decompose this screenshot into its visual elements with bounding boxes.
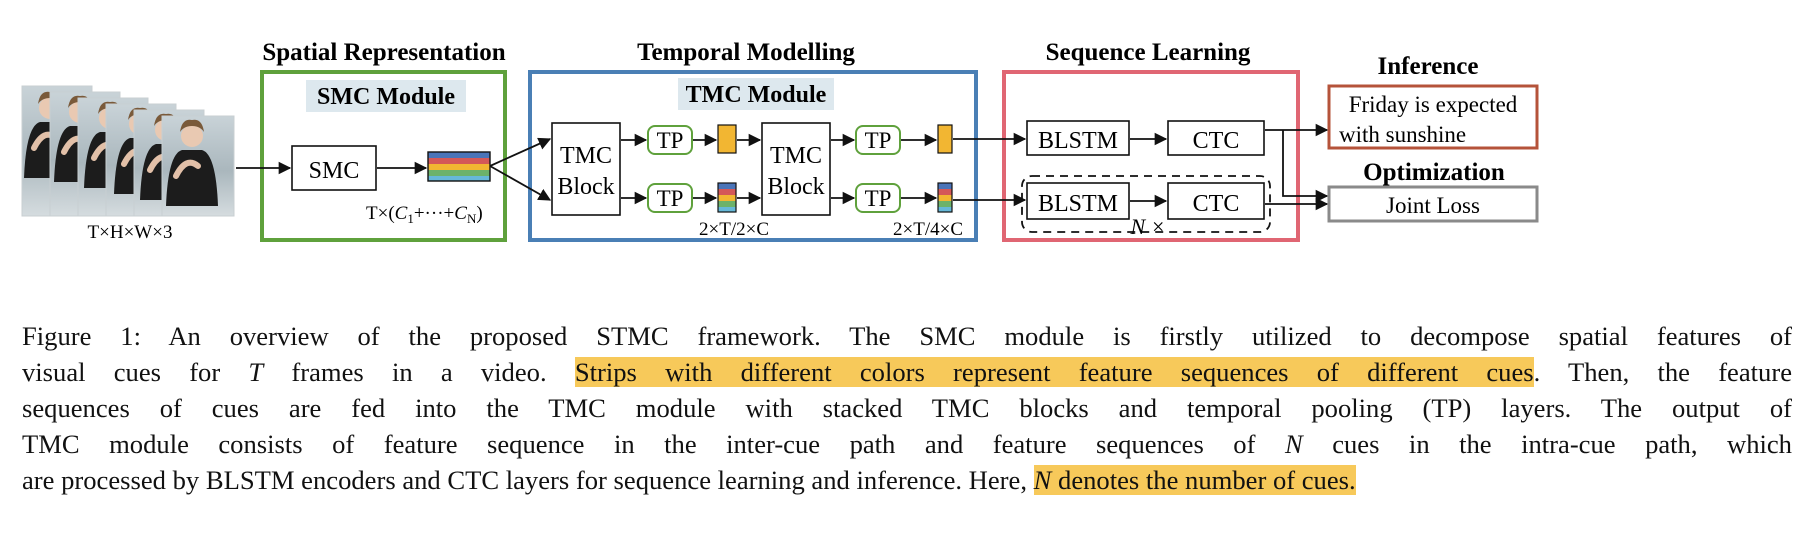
caption-line-3: sequences of cues are fed into the TMC m… [22, 393, 1792, 423]
smc-block [291, 145, 377, 191]
inference-output-line2: with sunshine [1339, 122, 1466, 147]
tp-1-intra [647, 183, 693, 213]
caption-line-2: visual cues for T frames in a video. Str… [22, 357, 1792, 387]
tp-2-intra [855, 183, 901, 213]
flow-arrows [236, 123, 1329, 211]
tmc-block-2 [761, 122, 831, 216]
caption-line-5: are processed by BLSTM encoders and CTC … [22, 465, 1356, 495]
caption-line-4: TMC module consists of feature sequence … [22, 429, 1792, 459]
tp-2-inter [855, 125, 901, 155]
smc-module-label: SMC Module [317, 84, 455, 110]
title-sequence-learning: Sequence Learning [1046, 39, 1251, 66]
smc-module-label-bg [306, 80, 466, 112]
tmc-module-label-bg [678, 78, 834, 110]
inference-output-box [1327, 84, 1539, 150]
ctc-intra-label: CTC [1193, 191, 1240, 217]
inference-output-line1: Friday is expected [1349, 92, 1518, 117]
intra-cue-strips-2 [937, 182, 953, 213]
tmc-block-1-label: TMC [560, 143, 612, 169]
tmc-block-2-label-2: Block [767, 174, 824, 200]
figure-caption: Figure 1: An overview of the proposed ST… [22, 318, 1792, 498]
smc-output-feature-strips [427, 151, 491, 182]
repeat-n-label: N × [1129, 214, 1165, 239]
stmc-framework-diagram: Spatial Representation Temporal Modellin… [0, 39, 1539, 243]
title-temporal-modelling: Temporal Modelling [637, 39, 855, 66]
input-dims-label: T×H×W×3 [88, 222, 173, 243]
ctc-inter [1167, 120, 1265, 156]
tp-1-intra-label: TP [657, 186, 684, 211]
tp-2-intra-label: TP [865, 186, 892, 211]
inter-cue-feature-2 [937, 124, 953, 154]
inter-cue-feature-1 [717, 124, 737, 154]
joint-loss-box [1327, 185, 1539, 223]
smc-output-dims-label: T×(C1+···+CN) [366, 203, 483, 226]
tmc-module-label: TMC Module [686, 82, 827, 108]
sequence-learning-box [1002, 70, 1300, 242]
tp-1-inter-label: TP [657, 128, 684, 153]
blstm-intra-label: BLSTM [1038, 191, 1118, 217]
tmc-block-1-label-2: Block [557, 174, 614, 200]
title-spatial-representation: Spatial Representation [262, 39, 505, 66]
title-inference: Inference [1378, 53, 1479, 80]
ctc-intra [1167, 182, 1265, 220]
temporal-modelling-box [528, 70, 978, 242]
blstm-intra [1026, 182, 1130, 220]
ctc-inter-label: CTC [1193, 128, 1240, 154]
tmc-block-2-label: TMC [770, 143, 822, 169]
tp-2-inter-label: TP [865, 128, 892, 153]
smc-block-label: SMC [309, 158, 360, 184]
blstm-inter [1026, 120, 1130, 156]
highlight-n-cues: N denotes the number of cues. [1033, 465, 1356, 495]
tp-1-inter [647, 125, 693, 155]
title-optimization: Optimization [1363, 159, 1505, 186]
intra-cue-strips-1 [717, 182, 737, 213]
spatial-representation-box [260, 70, 507, 242]
highlight-strips-colors: Strips with different colors represent f… [574, 357, 1534, 387]
input-video-frames [22, 85, 235, 217]
dims-quarter-label: 2×T/4×C [893, 219, 963, 240]
dims-half-label: 2×T/2×C [699, 219, 769, 240]
intra-cue-repeat-group [1021, 175, 1271, 233]
caption-line-1: Figure 1: An overview of the proposed ST… [22, 321, 1792, 351]
tmc-block-1 [551, 122, 621, 216]
blstm-inter-label: BLSTM [1038, 128, 1118, 154]
joint-loss-label: Joint Loss [1386, 193, 1480, 218]
